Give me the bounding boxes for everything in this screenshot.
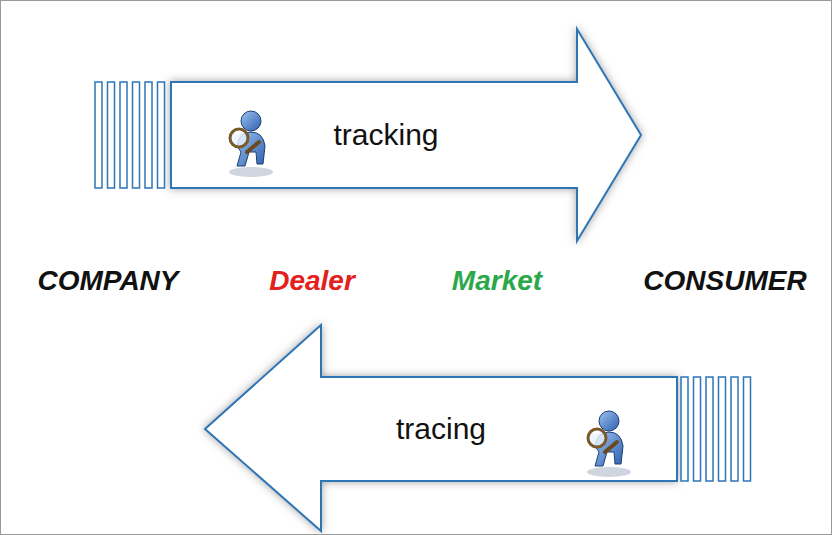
detective-icon [587,411,631,477]
chain-label: CONSUMER [643,265,806,297]
arrow-label: tracking [333,118,438,152]
chain-label: Market [452,265,542,297]
chain-label: COMPANY [37,265,178,297]
arrow-shape: tracking [89,23,649,247]
chain-label: Dealer [269,265,355,297]
arrow-shape: tracing [199,319,755,535]
detective-icon [229,111,273,177]
arrow-label: tracing [396,412,486,446]
